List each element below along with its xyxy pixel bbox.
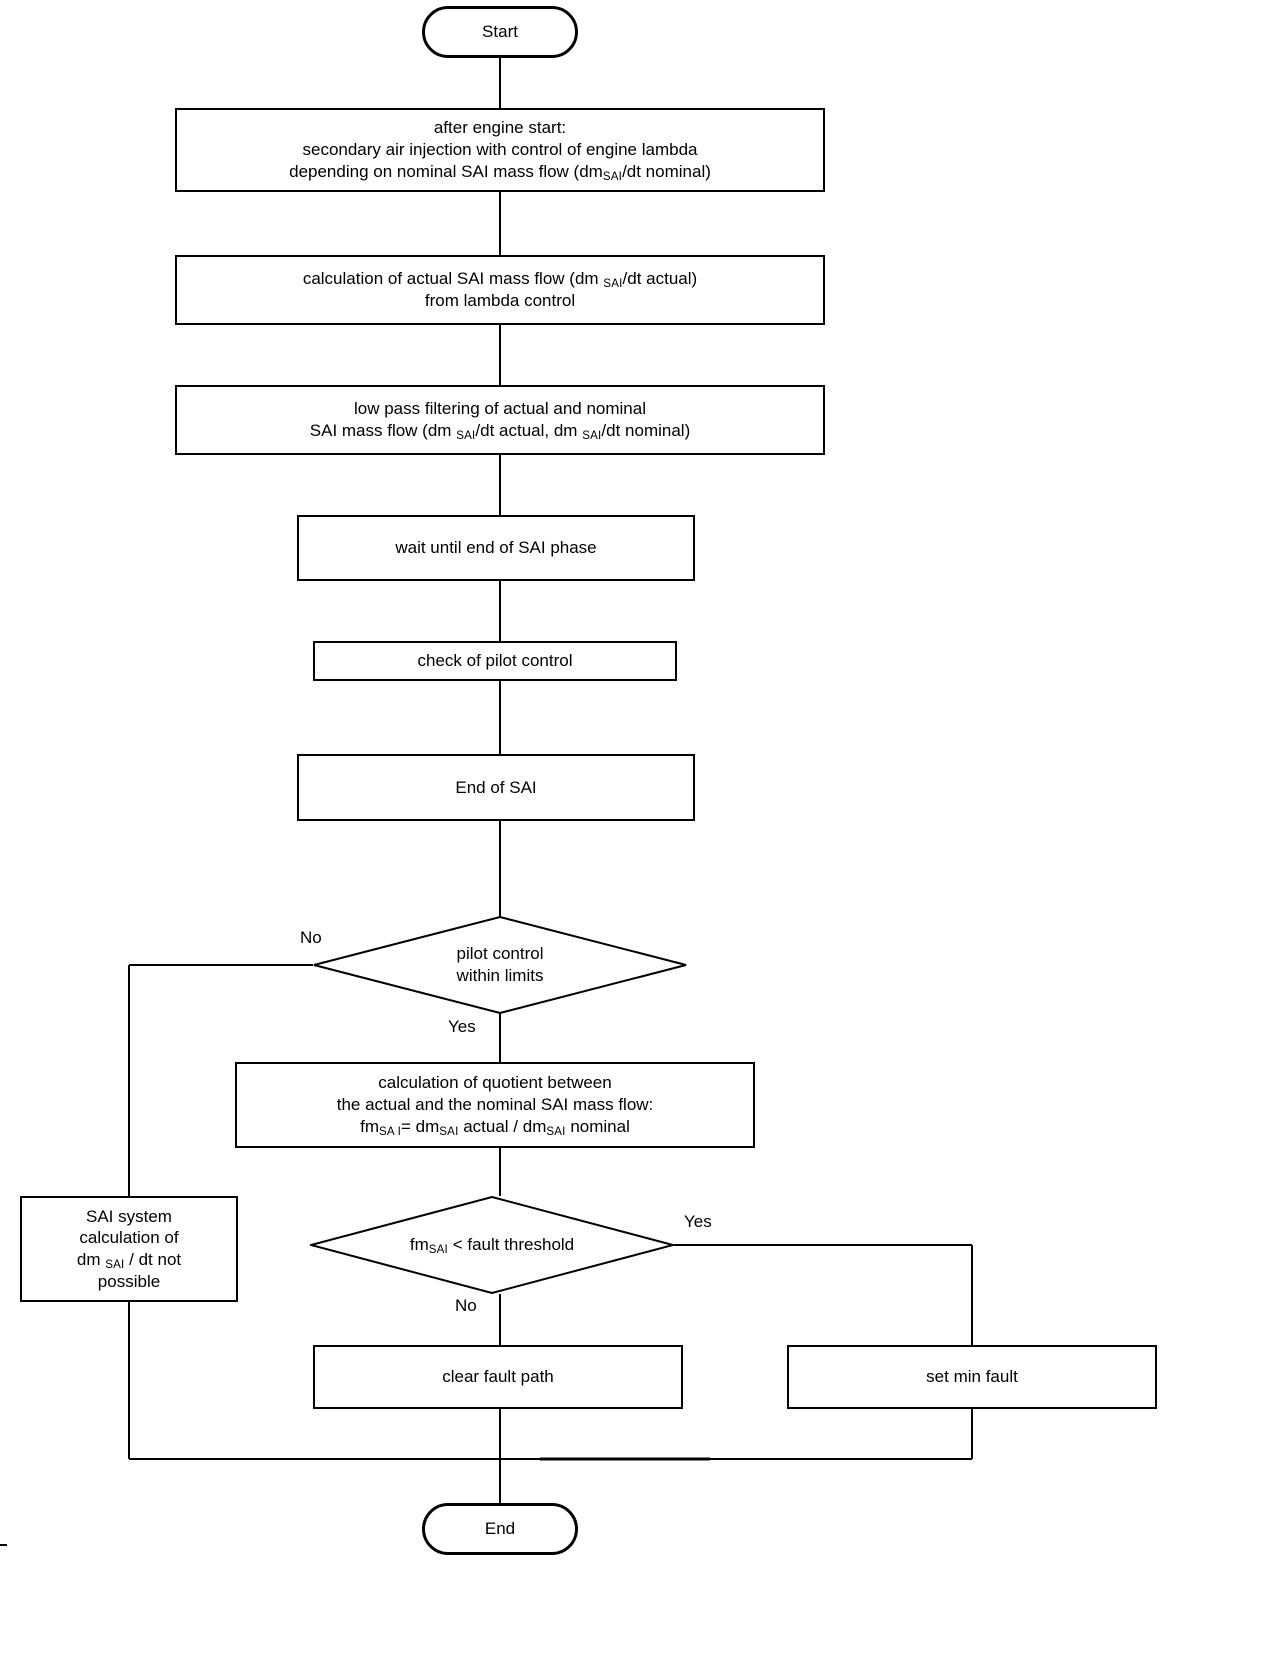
node-end-of-sai-label: End of SAI: [455, 777, 537, 797]
node-wait-label: wait until end of SAI phase: [395, 538, 597, 558]
line-1: low pass filtering of actual and nominal: [354, 399, 646, 419]
node-end[interactable]: End: [422, 1503, 578, 1555]
node-wait-end-of-sai-phase[interactable]: wait until end of SAI phase: [297, 515, 695, 581]
line-3: dm SAI / dt not: [76, 1250, 182, 1272]
edge-label-threshold-yes: Yes: [684, 1212, 712, 1231]
node-check-pilot-label: check of pilot control: [417, 651, 573, 671]
line-2: secondary air injection with control of …: [302, 140, 698, 160]
node-fault-threshold[interactable]: fmSAI < fault threshold: [310, 1196, 674, 1294]
node-end-label: End: [484, 1519, 516, 1539]
line-2: the actual and the nominal SAI mass flow…: [336, 1095, 654, 1115]
node-clear-fault-path[interactable]: clear fault path: [313, 1345, 683, 1409]
node-clear-fault-path-label: clear fault path: [442, 1367, 554, 1387]
node-after-engine-start[interactable]: after engine start: secondary air inject…: [175, 108, 825, 192]
node-calc-quotient[interactable]: calculation of quotient between the actu…: [235, 1062, 755, 1148]
node-calc-actual[interactable]: calculation of actual SAI mass flow (dm …: [175, 255, 825, 325]
line-1: SAI system: [86, 1206, 172, 1226]
node-start-label: Start: [482, 22, 518, 42]
line-2: SAI mass flow (dm SAI/dt actual, dm SAI/…: [309, 421, 691, 443]
node-low-pass[interactable]: low pass filtering of actual and nominal…: [175, 385, 825, 455]
line-1: calculation of actual SAI mass flow (dm …: [302, 269, 698, 291]
node-sai-not-possible[interactable]: SAI system calculation of dm SAI / dt no…: [20, 1196, 238, 1302]
node-pilot-within-limits[interactable]: pilot control within limits: [313, 916, 687, 1014]
line-3: fmSA I= dmSAI actual / dmSAI nominal: [360, 1116, 630, 1139]
node-calc-quotient-text: calculation of quotient between the actu…: [336, 1072, 654, 1139]
edge-label-pilot-no: No: [300, 928, 322, 947]
node-sai-not-possible-text: SAI system calculation of dm SAI / dt no…: [77, 1206, 181, 1293]
edge-label-threshold-no: No: [455, 1296, 477, 1315]
node-set-min-fault-label: set min fault: [926, 1367, 1018, 1387]
node-calc-actual-text: calculation of actual SAI mass flow (dm …: [303, 268, 697, 312]
edge-label-pilot-yes: Yes: [448, 1017, 476, 1036]
node-low-pass-text: low pass filtering of actual and nominal…: [310, 398, 690, 442]
node-end-of-sai[interactable]: End of SAI: [297, 754, 695, 821]
diamond-shape-pilot: [313, 916, 687, 1014]
node-pilot-within-limits-text: pilot control within limits: [313, 916, 687, 1014]
node-after-engine-start-text: after engine start: secondary air inject…: [289, 117, 711, 184]
line-1: pilot control: [456, 943, 544, 963]
line-2: calculation of: [79, 1228, 179, 1248]
line-2: within limits: [456, 966, 544, 985]
node-fault-threshold-text: fmSAI < fault threshold: [310, 1196, 674, 1294]
node-check-pilot-control[interactable]: check of pilot control: [313, 641, 677, 681]
line-1: after engine start:: [433, 118, 567, 138]
line-1: fmSAI < fault threshold: [409, 1234, 575, 1257]
line-3: depending on nominal SAI mass flow (dmSA…: [289, 161, 711, 184]
line-4: possible: [97, 1271, 161, 1291]
line-2: from lambda control: [424, 291, 576, 310]
node-set-min-fault[interactable]: set min fault: [787, 1345, 1157, 1409]
diamond-shape-threshold: [310, 1196, 674, 1294]
line-1: calculation of quotient between: [378, 1073, 612, 1093]
node-start[interactable]: Start: [422, 6, 578, 58]
